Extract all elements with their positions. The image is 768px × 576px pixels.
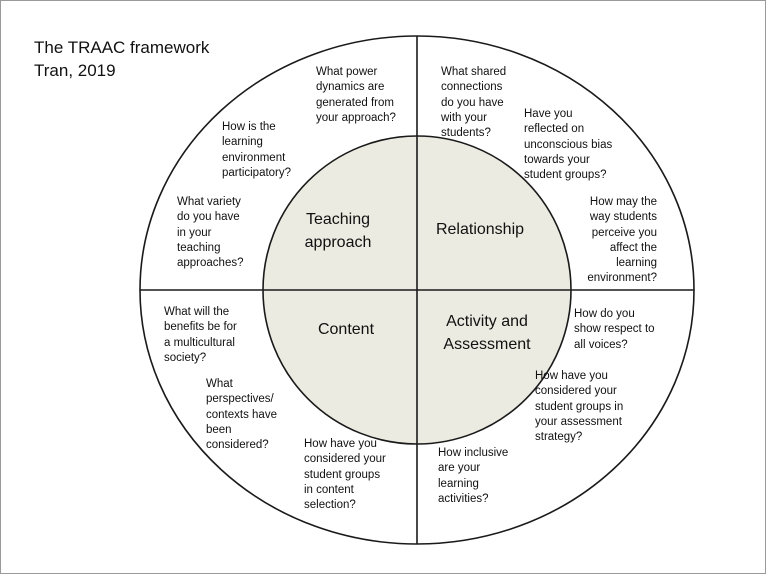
question-teaching-variety: What variety do you have in your teachin… xyxy=(177,196,244,270)
quadrant-teaching-approach: Teaching approach xyxy=(304,211,372,251)
question-participatory: How is the learning environment particip… xyxy=(222,121,292,179)
question-respect-voices: How do you show respect to all voices? xyxy=(574,308,655,351)
question-multicultural-benefits: What will the benefits be for a multicul… xyxy=(164,306,237,364)
title-line-2: Tran, 2019 xyxy=(34,61,116,80)
question-perspectives: What perspectives/ contexts have been co… xyxy=(206,378,277,452)
title-line-1: The TRAAC framework xyxy=(34,38,210,57)
question-shared-connections: What shared connections do you have with… xyxy=(441,66,507,140)
slide-title: The TRAAC framework Tran, 2019 xyxy=(34,36,209,82)
question-power-dynamics: What power dynamics are generated from y… xyxy=(316,66,396,124)
quadrant-activity-assessment: Activity and Assessment xyxy=(443,313,531,353)
quadrant-relationship: Relationship xyxy=(435,221,525,238)
question-inclusive-activities: How inclusive are your learning activiti… xyxy=(438,447,509,505)
question-content-selection: How have you considered your student gro… xyxy=(304,438,386,512)
question-assessment-strategy: How have you considered your student gro… xyxy=(535,370,624,444)
quadrant-content: Content xyxy=(317,321,375,338)
question-student-perception: How may the way students perceive you af… xyxy=(587,196,657,285)
question-unconscious-bias: Have you reflected on unconscious bias t… xyxy=(524,108,613,182)
